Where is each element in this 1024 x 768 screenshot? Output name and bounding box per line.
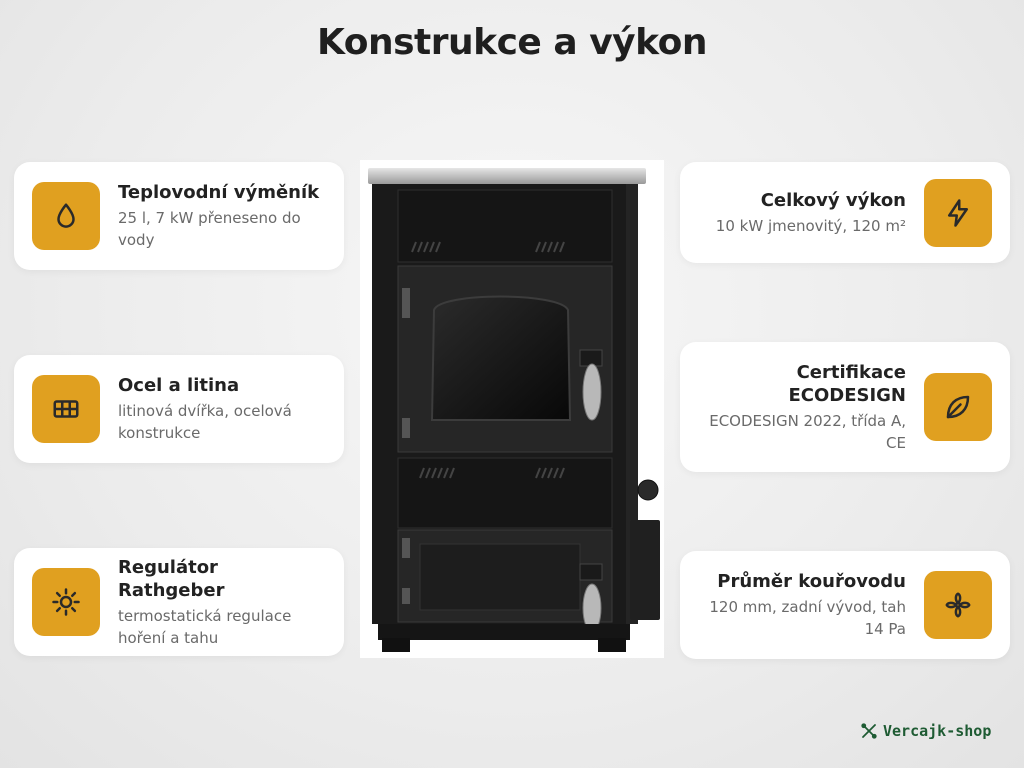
feature-card-flue-diameter: Průměr kouřovodu 120 mm, zadní vývod, ta…	[680, 551, 1010, 659]
feature-desc: termostatická regulace hoření a tahu	[118, 606, 292, 647]
feature-desc: 10 kW jmenovitý, 120 m²	[715, 216, 906, 235]
feature-card-total-output: Celkový výkon 10 kW jmenovitý, 120 m²	[680, 162, 1010, 263]
brand-logo: Vercajk-shop	[860, 722, 991, 740]
feature-card-steel-cast-iron: Ocel a litina litinová dvířka, ocelová k…	[14, 355, 344, 463]
feature-card-regulator: Regulátor Rathgeber termostatická regula…	[14, 548, 344, 656]
droplet-icon	[32, 182, 100, 250]
feature-desc: 25 l, 7 kW přeneseno do vody	[118, 209, 301, 249]
feature-card-heat-exchanger: Teplovodní výměník 25 l, 7 kW přeneseno …	[14, 162, 344, 270]
leaf-icon	[924, 373, 992, 441]
feature-title: Regulátor Rathgeber	[118, 556, 225, 601]
feature-title: Ocel a litina	[118, 375, 240, 396]
feature-card-ecodesign: Certifikace ECODESIGN ECODESIGN 2022, tř…	[680, 342, 1010, 472]
feature-title: Celkový výkon	[760, 189, 906, 211]
sun-icon	[32, 568, 100, 636]
feature-desc: ECODESIGN 2022, třída A, CE	[709, 411, 906, 452]
brand-name: Vercajk-shop	[883, 722, 992, 740]
lightning-icon	[924, 178, 992, 247]
feature-title: Teplovodní výměník	[118, 182, 320, 203]
feature-title: Průměr kouřovodu	[717, 571, 906, 592]
fan-icon	[924, 571, 992, 639]
feature-title: Certifikace ECODESIGN	[788, 361, 906, 406]
feature-desc: litinová dvířka, ocelová konstrukce	[118, 402, 292, 442]
stove-product-image	[360, 160, 664, 658]
feature-desc: 120 mm, zadní vývod, tah 14 Pa	[709, 598, 906, 638]
page-title: Konstrukce a výkon	[317, 22, 707, 63]
tools-icon	[861, 723, 877, 739]
grid-frame-icon	[32, 375, 100, 443]
